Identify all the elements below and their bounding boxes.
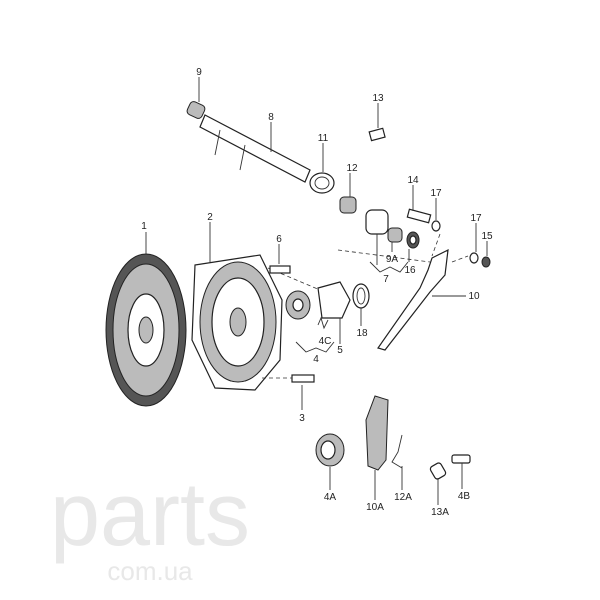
part-15-nut[interactable] (481, 241, 491, 268)
label-17-lower: 17 (470, 213, 482, 224)
label-13A: 13A (431, 507, 449, 518)
label-4B: 4B (458, 491, 471, 502)
part-4-release-bearing[interactable] (285, 290, 335, 353)
label-13: 13 (372, 93, 384, 104)
label-2: 2 (207, 212, 213, 223)
label-9A: 9A (386, 254, 399, 265)
part-10-release-lever[interactable] (377, 248, 466, 351)
part-12-bushing[interactable] (339, 173, 357, 214)
part-12A-spring-clip[interactable] (391, 434, 403, 490)
label-12: 12 (346, 163, 358, 174)
label-3: 3 (299, 413, 305, 424)
label-14: 14 (407, 175, 419, 186)
label-4A: 4A (324, 492, 337, 503)
label-15: 15 (481, 231, 493, 242)
label-11: 11 (318, 133, 329, 144)
label-6: 6 (276, 234, 282, 245)
part-4B-stud[interactable] (451, 454, 471, 489)
part-3-bolt[interactable] (291, 374, 315, 410)
watermark: parts com.ua (50, 465, 250, 586)
part-17-washer-upper[interactable] (431, 198, 441, 232)
label-10: 10 (468, 291, 480, 302)
label-9: 9 (196, 67, 202, 78)
part-4C-clip[interactable] (317, 316, 329, 330)
part-2-pressure-plate[interactable] (191, 222, 283, 391)
part-7-bearing-set[interactable] (365, 209, 409, 273)
part-13-bolt[interactable] (368, 103, 386, 142)
label-7: 7 (383, 274, 389, 285)
part-14-bolt[interactable] (406, 185, 432, 224)
part-13A-pivot[interactable] (429, 462, 447, 505)
part-1-clutch-disc[interactable] (105, 232, 187, 407)
part-6-bolt[interactable] (269, 244, 291, 274)
label-12A: 12A (394, 492, 412, 503)
assembly-lines (267, 233, 469, 291)
label-17-upper: 17 (430, 188, 442, 199)
label-1: 1 (141, 221, 147, 232)
part-4A-release-bearing[interactable] (315, 433, 345, 490)
part-10A-release-fork[interactable] (365, 395, 389, 500)
watermark-main: parts (50, 465, 250, 565)
part-17-washer-lower[interactable] (469, 223, 479, 264)
label-4: 4 (313, 354, 319, 365)
part-11-spring[interactable] (309, 143, 335, 194)
part-16-seal[interactable] (406, 231, 420, 262)
label-5: 5 (337, 345, 343, 356)
watermark-sub: com.ua (107, 556, 193, 586)
label-16: 16 (404, 265, 416, 276)
label-10A: 10A (366, 502, 384, 513)
label-4C: 4C (319, 336, 332, 347)
callout-labels: 9 8 13 11 12 14 17 17 15 1 2 6 9A 16 7 1… (141, 67, 493, 518)
part-9-bushing[interactable] (186, 77, 206, 120)
label-8: 8 (268, 112, 274, 123)
part-18-seal-ring[interactable] (352, 283, 370, 326)
part-8-release-shaft[interactable] (199, 114, 311, 183)
part-5-guide-sleeve[interactable] (317, 281, 351, 344)
label-18: 18 (356, 328, 368, 339)
